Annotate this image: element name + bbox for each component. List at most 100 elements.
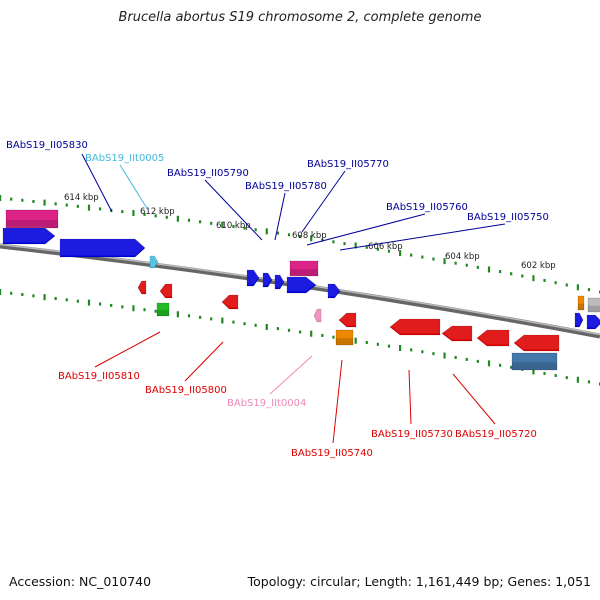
tick-mark <box>143 308 146 312</box>
tick-mark <box>32 199 35 203</box>
tick-mark <box>376 247 379 251</box>
tick-mark <box>99 207 102 211</box>
gene-feature-shade <box>442 324 472 340</box>
gene-feature <box>2 227 56 245</box>
gene-feature-shade <box>60 237 145 256</box>
tick-mark <box>165 215 168 219</box>
tick-mark <box>287 233 291 237</box>
tick-mark <box>510 272 513 276</box>
tick-mark <box>421 255 424 259</box>
scale-label: 606 kbp <box>368 242 403 252</box>
tick-mark <box>76 299 79 303</box>
gene-feature <box>274 274 285 290</box>
gene-feature-shade <box>588 305 600 312</box>
tick-mark <box>276 327 279 331</box>
tick-mark <box>254 323 257 327</box>
tick-mark <box>0 195 2 201</box>
tick-mark <box>87 204 91 211</box>
scale-label: 602 kbp <box>521 261 556 271</box>
tick-mark <box>554 281 557 285</box>
tick-mark <box>532 275 535 282</box>
gene-feature <box>335 329 354 346</box>
tick-mark <box>54 202 57 206</box>
gene-feature <box>159 283 173 299</box>
tick-mark <box>365 245 368 249</box>
tick-mark <box>321 238 324 242</box>
tick-mark <box>476 359 479 363</box>
tick-mark <box>199 315 202 319</box>
tick-mark <box>143 212 146 216</box>
tick-mark <box>254 228 257 232</box>
callout-line <box>269 355 313 395</box>
gene-feature-shade <box>287 275 316 292</box>
tick-mark <box>287 328 291 332</box>
tick-mark <box>221 221 224 228</box>
callout-line <box>306 213 426 246</box>
tick-mark <box>32 294 35 298</box>
gene-feature <box>246 269 260 287</box>
tick-mark <box>376 342 379 346</box>
gene-feature <box>574 312 584 328</box>
tick-mark <box>387 344 391 348</box>
tick-mark <box>332 335 335 339</box>
tick-mark <box>221 317 224 324</box>
tick-mark <box>132 210 135 217</box>
tick-mark <box>410 253 413 257</box>
gene-callouts: BAbS19_II05830BAbS19_IIt0005BAbS19_II057… <box>6 140 549 459</box>
callout-line <box>204 179 263 241</box>
callout-line <box>452 373 496 425</box>
gene-label: BAbS19_II05730 <box>371 429 453 440</box>
tick-mark <box>121 210 124 214</box>
gene-feature <box>262 272 273 288</box>
tick-mark <box>299 235 302 238</box>
tick-mark <box>21 198 24 202</box>
scale-label: 610 kbp <box>216 221 251 231</box>
gene-label: BAbS19_II05740 <box>291 448 373 459</box>
tick-mark <box>99 302 102 306</box>
tick-mark <box>332 240 335 244</box>
tick-mark <box>265 228 268 235</box>
tick-mark <box>176 215 179 222</box>
gene-label: BAbS19_II05800 <box>145 385 227 396</box>
gene-feature-shade <box>6 219 58 228</box>
tick-mark <box>487 360 491 367</box>
tick-mark <box>543 371 546 375</box>
gene-feature <box>441 325 473 342</box>
tick-mark <box>521 274 524 278</box>
gene-feature <box>338 312 357 328</box>
tick-mark <box>10 197 13 201</box>
tick-mark <box>365 341 368 345</box>
tick-mark <box>43 199 46 206</box>
gene-feature <box>286 276 317 294</box>
tick-mark <box>399 250 402 257</box>
gene-label: BAbS19_IIt0004 <box>227 398 306 409</box>
tick-mark <box>299 330 302 334</box>
gene-feature <box>137 280 147 295</box>
gene-feature <box>586 314 600 330</box>
gene-feature-shade <box>263 271 272 286</box>
tick-mark <box>576 376 579 383</box>
tick-mark <box>154 309 157 313</box>
tick-mark <box>510 365 513 369</box>
tick-mark <box>243 226 246 230</box>
tick-mark <box>454 261 457 265</box>
scale-label: 612 kbp <box>140 207 175 217</box>
tick-mark <box>343 242 346 246</box>
tick-mark <box>443 258 446 265</box>
tick-mark <box>432 257 435 261</box>
tick-mark <box>421 350 424 354</box>
callout-line <box>332 359 343 444</box>
tick-mark <box>232 320 235 324</box>
tick-mark <box>576 284 579 291</box>
callout-line <box>94 331 161 368</box>
callout-line <box>339 223 506 251</box>
map-title: Brucella abortus S19 chromosome 2, compl… <box>118 10 482 25</box>
callout-line <box>408 369 412 425</box>
gene-feature <box>389 318 441 336</box>
gene-feature-shade <box>575 311 583 326</box>
tick-mark <box>443 352 446 359</box>
callout-line <box>184 341 224 382</box>
gene-feature-shade <box>587 313 600 328</box>
